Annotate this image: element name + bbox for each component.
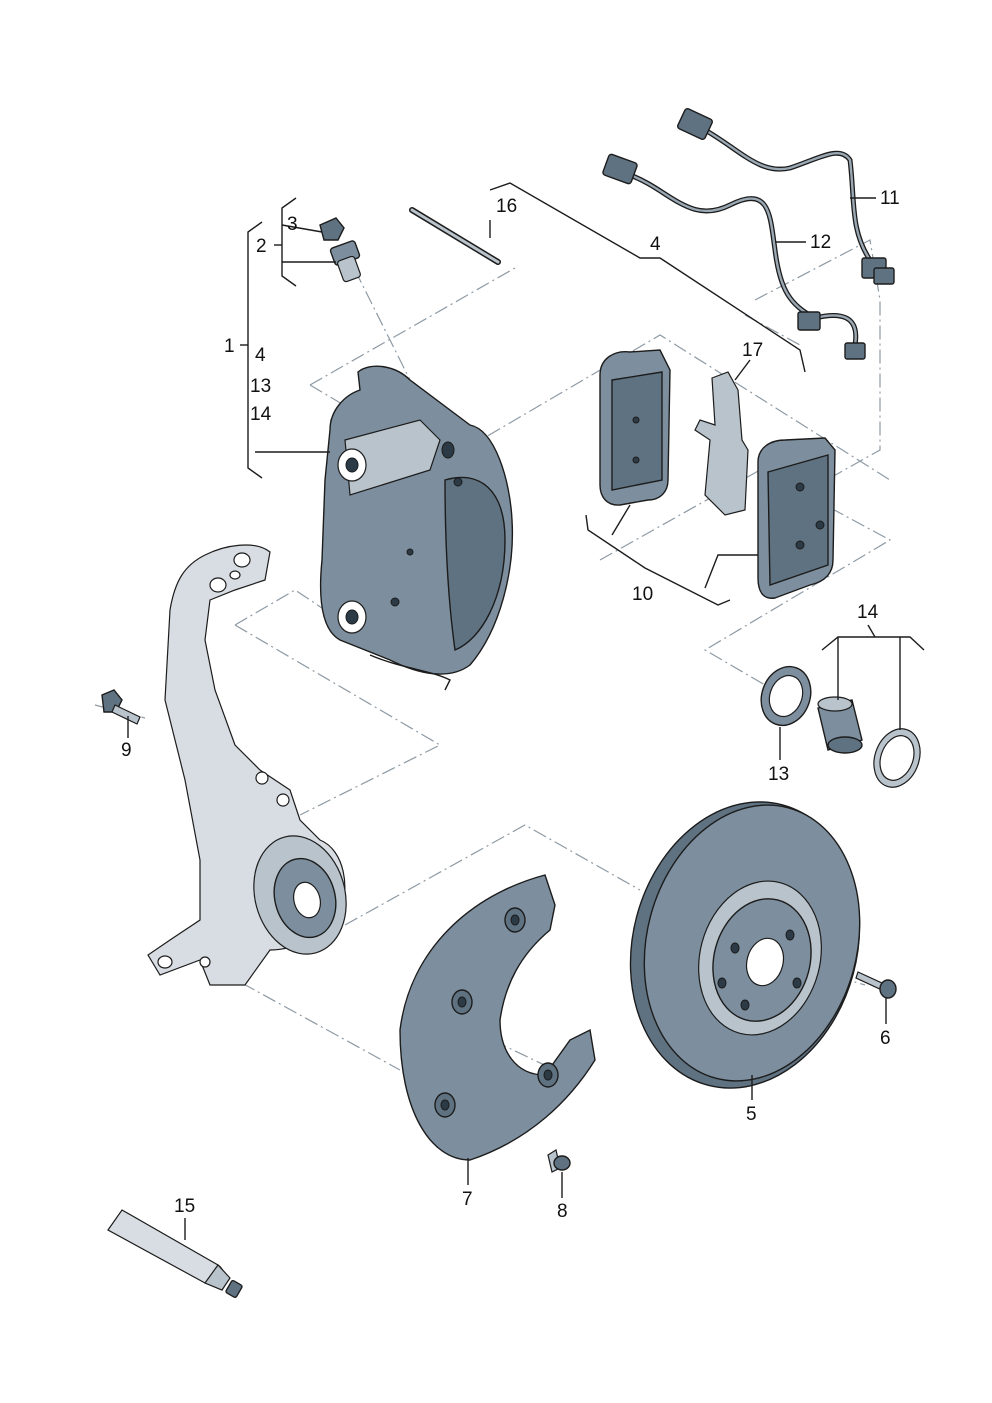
piston-14 bbox=[817, 696, 863, 754]
callout-5: 5 bbox=[746, 1104, 757, 1125]
callout-13-group: 13 bbox=[250, 376, 271, 397]
dust-seal-14 bbox=[873, 728, 921, 788]
callout-16: 16 bbox=[496, 196, 517, 217]
callout-labels: 1 2 3 4 13 14 4 16 11 12 17 10 14 13 9 6… bbox=[121, 188, 900, 1222]
callout-15: 15 bbox=[174, 1196, 195, 1217]
callout-4-group: 4 bbox=[255, 345, 266, 366]
brake-pad-inner-10 bbox=[599, 349, 671, 506]
callout-3: 3 bbox=[287, 214, 298, 235]
steering-knuckle bbox=[147, 544, 347, 986]
brake-pad-outer-10 bbox=[757, 437, 836, 599]
spreader-spring-17 bbox=[694, 371, 749, 516]
callout-10: 10 bbox=[632, 584, 653, 605]
brake-disc-5 bbox=[629, 801, 861, 1089]
callout-14-group: 14 bbox=[250, 404, 272, 425]
callout-14: 14 bbox=[857, 602, 879, 623]
callout-1: 1 bbox=[224, 336, 235, 357]
bleeder-cap-3 bbox=[319, 217, 345, 241]
piston-seal-13 bbox=[760, 665, 812, 727]
callout-2: 2 bbox=[256, 236, 267, 257]
leader-lines bbox=[127, 182, 925, 1240]
wear-sensor-wire-11 bbox=[677, 107, 895, 285]
callout-7: 7 bbox=[462, 1189, 473, 1210]
brake-caliper-1 bbox=[319, 365, 514, 691]
callout-17: 17 bbox=[742, 340, 763, 361]
splash-shield-7 bbox=[399, 874, 596, 1161]
shield-screw-8 bbox=[547, 1149, 571, 1173]
callout-4-top: 4 bbox=[650, 234, 661, 255]
callout-9: 9 bbox=[121, 740, 132, 761]
callout-13: 13 bbox=[768, 764, 789, 785]
wear-sensor-wire-12 bbox=[602, 153, 866, 360]
bolt-9 bbox=[101, 689, 141, 725]
callout-6: 6 bbox=[880, 1028, 891, 1049]
callout-12: 12 bbox=[810, 232, 831, 253]
disc-screw-6 bbox=[855, 971, 897, 999]
grease-tube-15 bbox=[107, 1209, 243, 1299]
callout-8: 8 bbox=[557, 1201, 568, 1222]
bleeder-screw-2 bbox=[329, 240, 361, 283]
guide-pin-16 bbox=[409, 207, 501, 265]
callout-11: 11 bbox=[880, 188, 900, 209]
